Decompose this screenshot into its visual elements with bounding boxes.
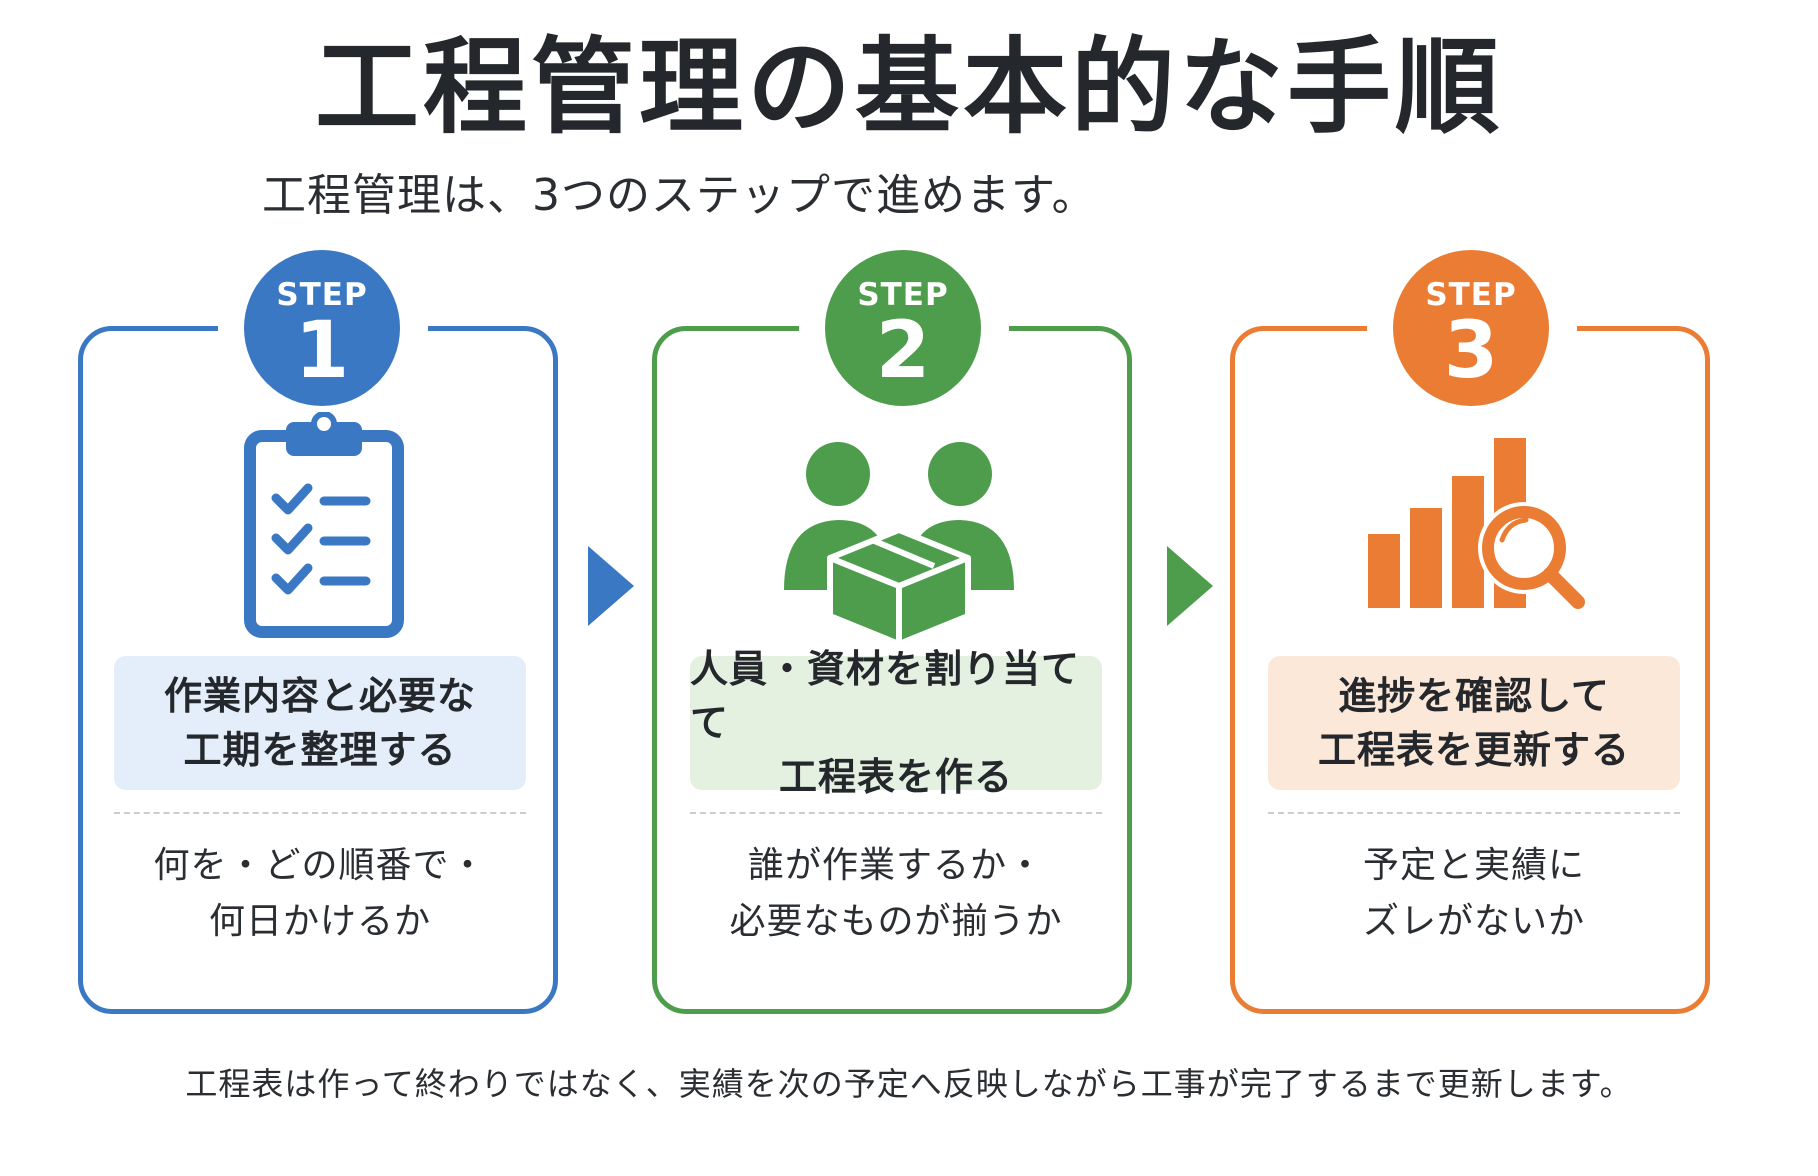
arrow-right-icon: [588, 546, 634, 626]
step-3-badge-label: STEP: [1425, 277, 1517, 313]
step-2-description-line-1: 誰が作業するか・: [747, 845, 1044, 886]
step-3-title-line-2: 工程表を更新する: [1317, 728, 1630, 772]
step-1-badge-label: STEP: [276, 277, 368, 313]
arrow-right-icon: [1167, 546, 1213, 626]
step-3-description: 予定と実績に ズレがないか: [1268, 838, 1680, 950]
step-3-description-line-2: ズレがないか: [1362, 901, 1585, 942]
step-2-number: 2: [875, 306, 931, 396]
page-title: 工程管理の基本的な手順: [314, 26, 1503, 148]
step-3-badge: STEP 3: [1393, 250, 1549, 406]
page-subtitle: 工程管理は、3つのステップで進めます。: [262, 170, 1097, 221]
step-2-title: 人員・資材を割り当てて 工程表を作る: [690, 647, 1102, 799]
step-1-badge: STEP 1: [244, 250, 400, 406]
step-2-description: 誰が作業するか・ 必要なものが揃うか: [690, 838, 1102, 950]
step-1-number: 1: [294, 306, 350, 396]
step-1-divider: [114, 812, 526, 814]
step-3-title-line-1: 進捗を確認して: [1338, 674, 1610, 718]
step-2-badge: STEP 2: [825, 250, 981, 406]
step-2-badge-label: STEP: [857, 277, 949, 313]
step-2-title-line-1: 人員・資材を割り当てて: [690, 647, 1081, 745]
step-1-description-line-2: 何日かけるか: [208, 901, 431, 942]
step-3-number: 3: [1443, 306, 1499, 396]
step-1-title-line-2: 工期を整理する: [183, 728, 457, 772]
bar-chart-magnifier-icon: [1368, 438, 1585, 609]
step-2-divider: [690, 812, 1102, 814]
step-3-title: 進捗を確認して 工程表を更新する: [1268, 656, 1680, 790]
step-1-title-line-1: 作業内容と必要な: [163, 674, 476, 718]
footer-note: 工程表は作って終わりではなく、実績を次の予定へ反映しながら工事が完了するまで更新…: [185, 1065, 1633, 1103]
step-2-title-line-2: 工程表を作る: [778, 755, 1013, 799]
step-2-description-line-2: 必要なものが揃うか: [729, 901, 1063, 942]
step-1-description-line-1: 何を・どの順番で・: [153, 845, 487, 886]
clipboard-checklist-icon: [244, 412, 404, 638]
step-3-description-line-1: 予定と実績に: [1362, 845, 1585, 886]
step-1-title: 作業内容と必要な 工期を整理する: [114, 656, 526, 790]
step-3-divider: [1268, 812, 1680, 814]
step-1-description: 何を・どの順番で・ 何日かけるか: [114, 838, 526, 950]
people-with-box-icon: [784, 442, 1014, 644]
